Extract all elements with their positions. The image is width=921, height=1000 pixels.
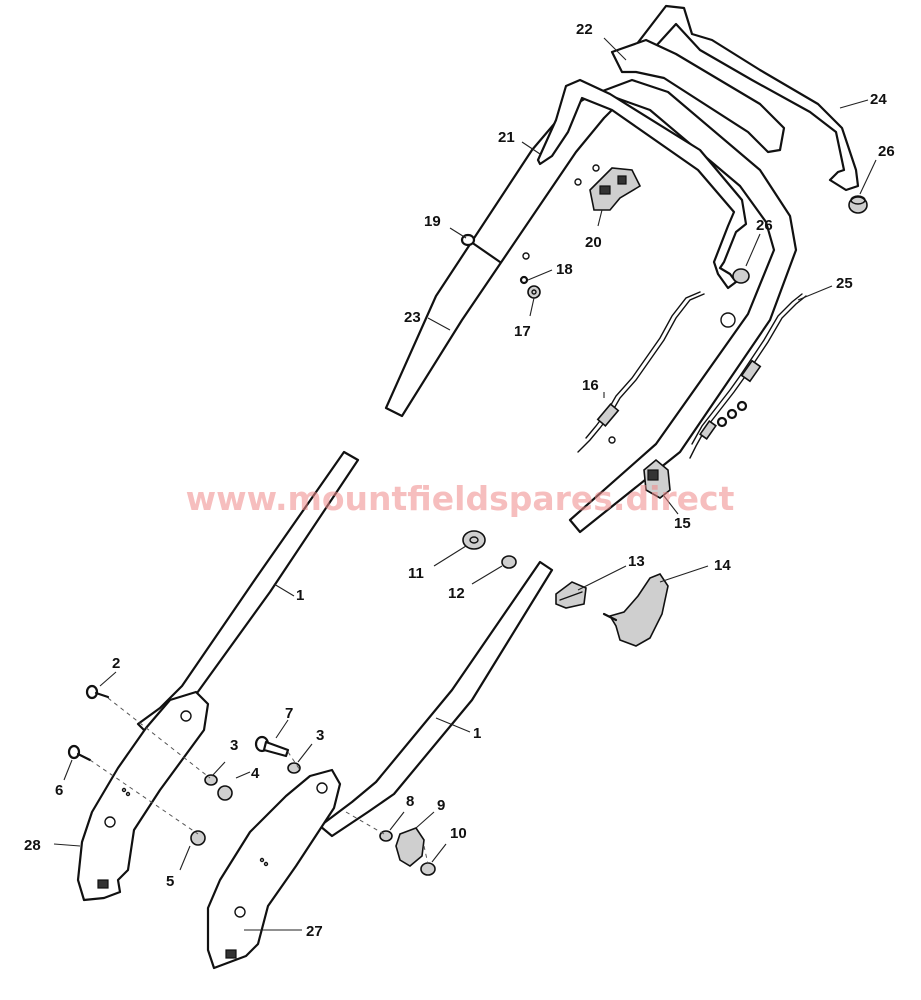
leader-lines xyxy=(53,37,877,931)
nut-5 xyxy=(190,830,206,846)
callout-18: 18 xyxy=(556,261,573,278)
callout-26: 26 xyxy=(878,143,895,160)
callout-labels: 1 1 2 3 3 4 5 6 7 8 9 10 11 12 13 14 15 … xyxy=(24,21,895,940)
callout-10: 10 xyxy=(450,825,467,842)
cable-clip-15 xyxy=(643,458,671,499)
knob-nut-11 xyxy=(462,530,486,550)
callout-8: 8 xyxy=(406,793,414,810)
callout-1: 1 xyxy=(296,587,304,604)
nut-10 xyxy=(420,862,436,876)
callout-28: 28 xyxy=(24,837,41,854)
washer-18 xyxy=(519,275,529,285)
control-cable-16 xyxy=(577,291,705,453)
callout-27: 27 xyxy=(306,923,323,940)
callout-21: 21 xyxy=(498,129,515,146)
callout-7: 7 xyxy=(285,705,293,722)
upper-handle xyxy=(384,78,798,534)
callout-11: 11 xyxy=(408,565,424,582)
callout-13: 13 xyxy=(628,553,645,570)
callout-19: 19 xyxy=(424,213,441,230)
callout-22: 22 xyxy=(576,21,593,38)
callout-24: 24 xyxy=(870,91,887,108)
assembly-lines xyxy=(89,697,429,865)
washer-3-left xyxy=(204,774,218,786)
handle-knob-14 xyxy=(602,573,669,647)
end-cap-upper xyxy=(848,195,868,214)
knob-9 xyxy=(395,827,425,867)
handle-bracket-27 xyxy=(206,768,342,970)
bolt-7 xyxy=(254,735,290,758)
bolt-2 xyxy=(85,684,110,700)
callout-12: 12 xyxy=(448,585,465,602)
callout-25: 25 xyxy=(836,275,853,292)
watermark: www.mountfieldspares.direct xyxy=(186,479,735,518)
callout-26: 26 xyxy=(756,217,773,234)
callout-3: 3 xyxy=(316,727,324,744)
callout-2: 2 xyxy=(112,655,120,672)
callout-6: 6 xyxy=(55,782,63,799)
callout-14: 14 xyxy=(714,557,731,574)
callout-1: 1 xyxy=(473,725,481,742)
lower-handle-right xyxy=(318,560,554,838)
callout-4: 4 xyxy=(251,765,260,782)
nut-4 xyxy=(217,785,233,801)
bolt-6 xyxy=(67,744,92,762)
callout-15: 15 xyxy=(674,515,691,532)
callout-9: 9 xyxy=(437,797,445,814)
callout-23: 23 xyxy=(404,309,421,326)
control-cable-25 xyxy=(689,293,807,459)
nut-17 xyxy=(527,285,541,299)
nut-12 xyxy=(501,555,517,569)
callout-16: 16 xyxy=(582,377,599,394)
bail-bar xyxy=(610,4,860,192)
cable-clip xyxy=(589,167,642,211)
callout-17: 17 xyxy=(514,323,531,340)
callout-3: 3 xyxy=(230,737,238,754)
callout-5: 5 xyxy=(166,873,174,890)
callout-20: 20 xyxy=(585,234,602,251)
bracket-13 xyxy=(555,581,587,609)
end-cap-lower xyxy=(732,268,750,284)
